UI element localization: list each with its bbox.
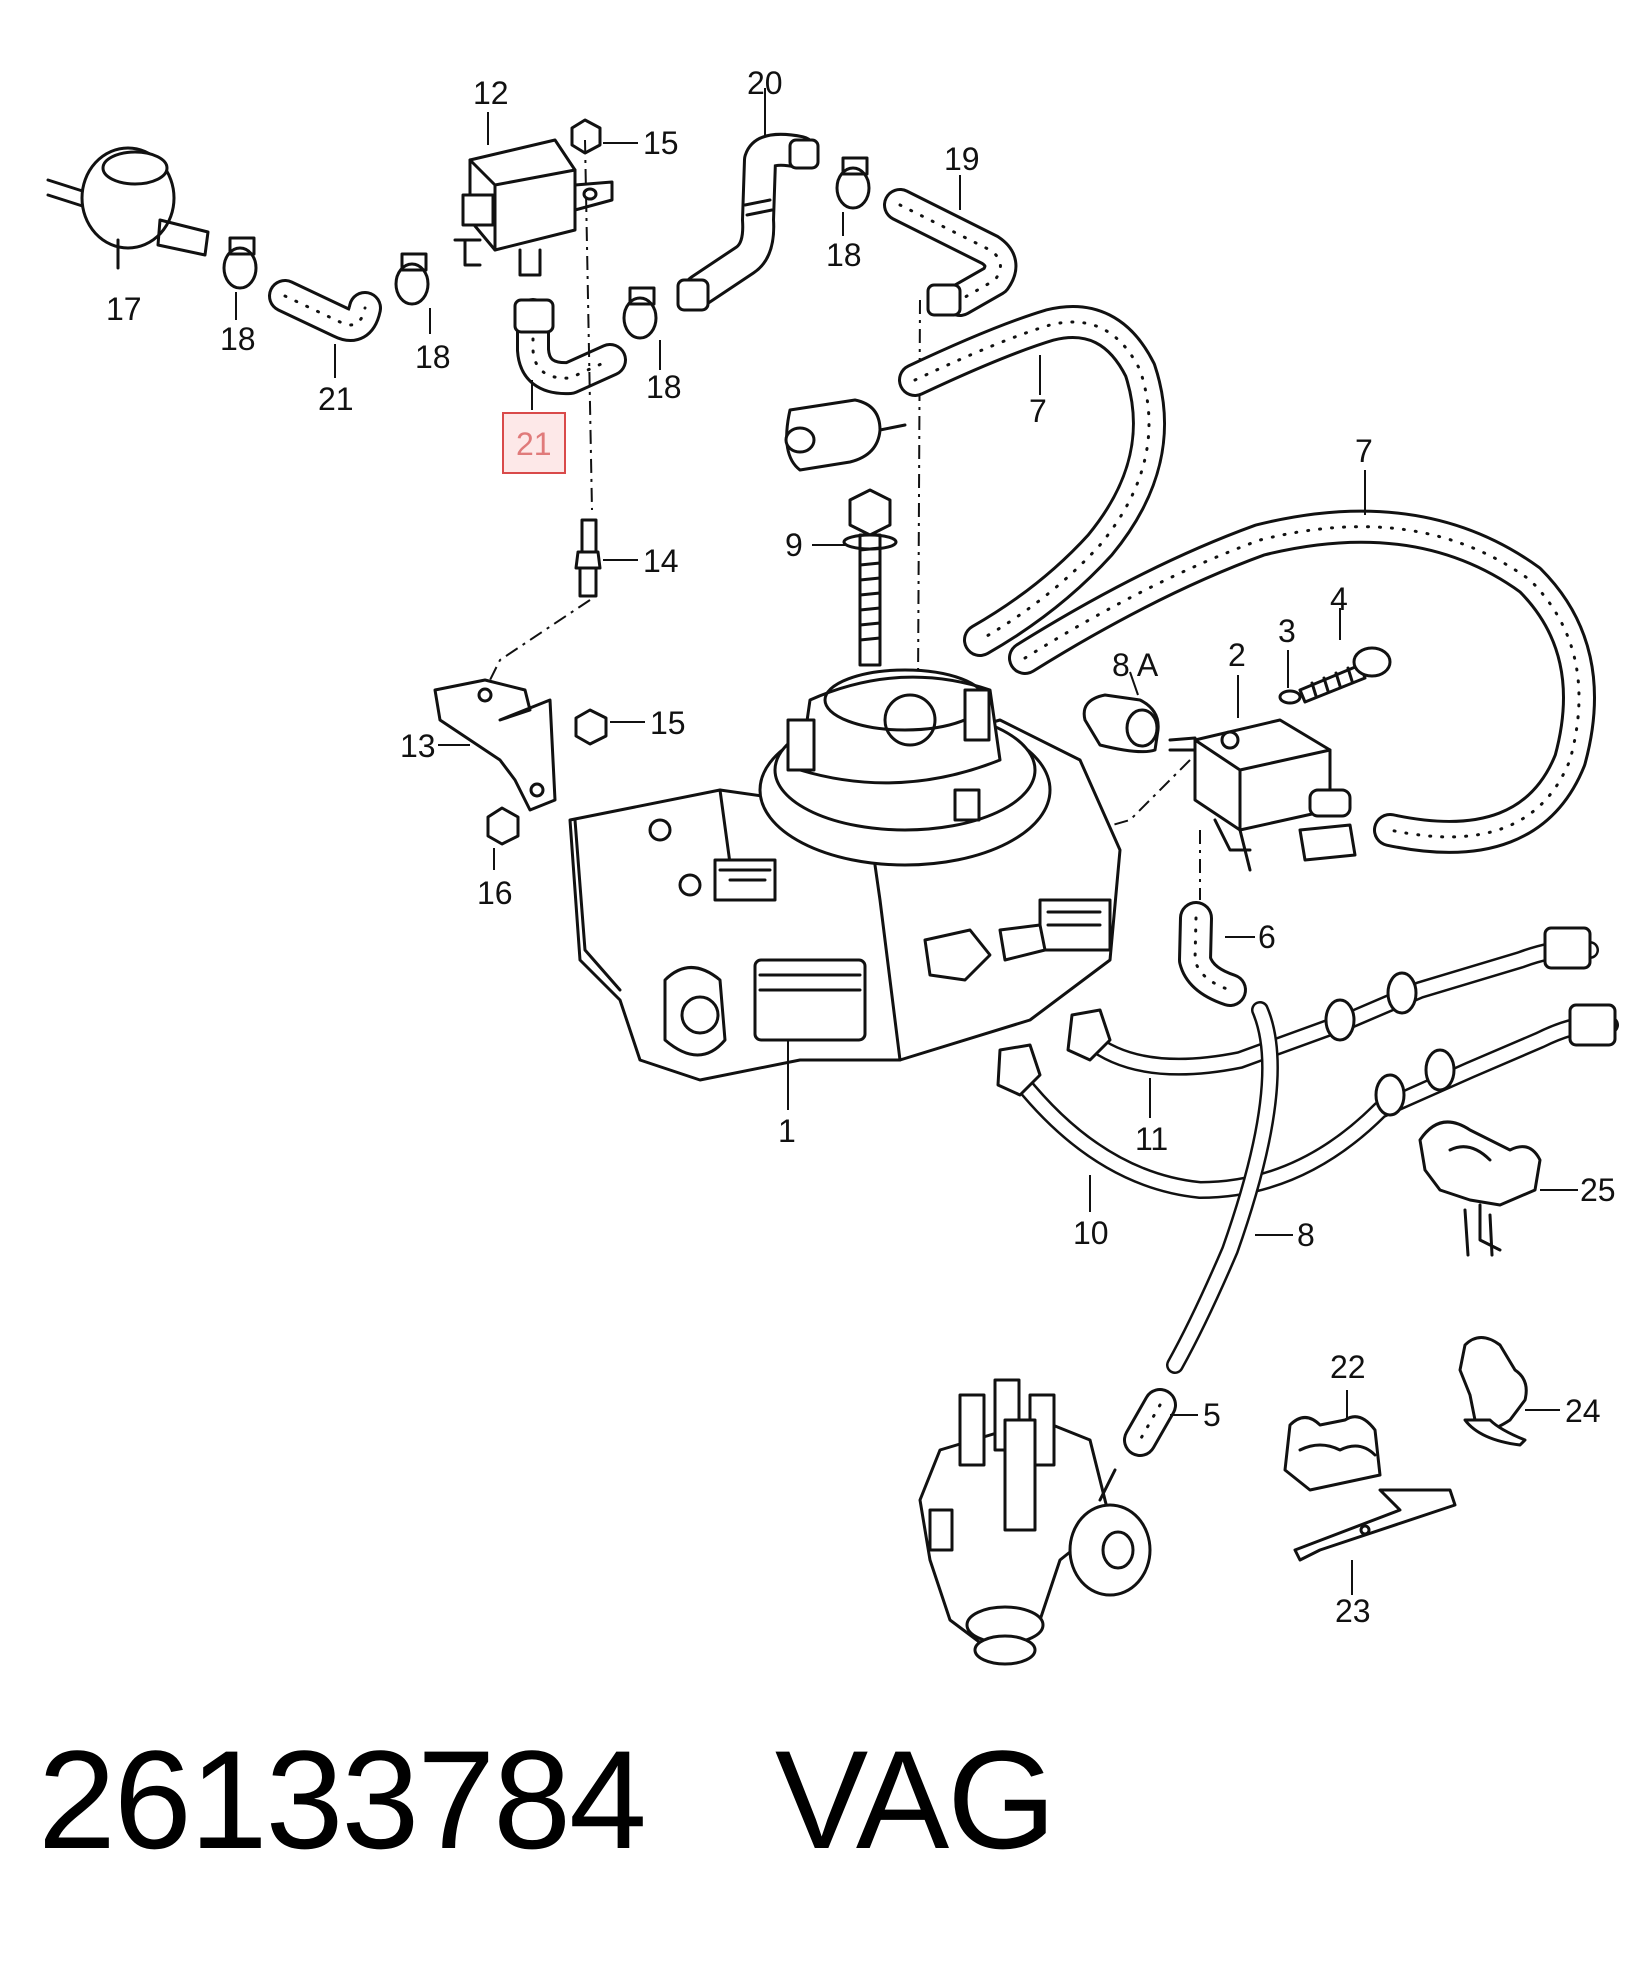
part-10-line <box>996 1003 1619 1212</box>
callout-24: 24 <box>1565 1393 1601 1429</box>
part-25-clip <box>1418 1120 1578 1257</box>
callout-19: 19 <box>944 141 980 177</box>
callout-17: 17 <box>106 291 142 327</box>
part-23-plate <box>1293 1488 1457 1595</box>
callout-20: 20 <box>747 65 783 101</box>
assembly-line-c <box>917 299 921 691</box>
callout-23: 23 <box>1335 1593 1371 1629</box>
callout-16: 16 <box>477 875 513 911</box>
callout-8: 8 <box>1297 1217 1315 1253</box>
callout-9: 9 <box>785 527 803 563</box>
part-number: 26133784 <box>38 1721 647 1878</box>
highlight-box-21 <box>502 412 566 474</box>
callout-15a: 15 <box>643 125 679 161</box>
part-18-clamp-d <box>835 156 871 236</box>
callout-15b: 15 <box>650 705 686 741</box>
callout-18c: 18 <box>415 339 451 375</box>
part-2-valve <box>1168 675 1357 872</box>
callout-3: 3 <box>1278 613 1296 649</box>
assembly-line-a <box>584 139 593 511</box>
callout-18d: 18 <box>646 369 682 405</box>
callout-18a: 18 <box>826 237 862 273</box>
part-14-fitting <box>574 518 638 598</box>
part-7-hose-upper <box>898 305 1166 657</box>
callout-6: 6 <box>1258 919 1276 955</box>
callout-21-highlighted: 21 <box>516 426 552 462</box>
part-5-hose-piece <box>1123 1388 1198 1457</box>
callout-5: 5 <box>1203 1397 1221 1433</box>
callout-4: 4 <box>1330 581 1348 617</box>
part-21-hose-highlighted <box>513 298 627 410</box>
callout-25: 25 <box>1580 1172 1616 1208</box>
footer-caption: 26133784 VAG <box>38 1720 1598 1880</box>
part-1-throttle-body <box>568 668 1122 1110</box>
fitting-connector <box>784 398 907 472</box>
distributor <box>918 1378 1152 1666</box>
part-15-nut-mid <box>574 708 645 746</box>
callout-12: 12 <box>473 75 509 111</box>
part-18-clamp-a <box>222 236 258 320</box>
part-8-hose <box>1166 1001 1293 1374</box>
callout-18b: 18 <box>220 321 256 357</box>
part-15-nut-top <box>570 118 638 155</box>
part-3-washer <box>1278 650 1302 705</box>
part-7-hose-long <box>1008 470 1596 854</box>
part-12-solenoid <box>453 112 614 277</box>
exploded-parts-diagram: 12 15 20 19 18 17 18 18 18 21 21 7 7 9 1… <box>46 65 1619 1666</box>
part-18-clamp-c <box>622 286 661 370</box>
part-22-clip <box>1283 1390 1382 1492</box>
part-13-bracket <box>433 678 557 812</box>
brand-name: VAG <box>774 1721 1056 1878</box>
callout-11: 11 <box>1135 1121 1168 1157</box>
part-24-clip <box>1458 1336 1560 1447</box>
part-9-bolt <box>812 488 898 667</box>
callout-22: 22 <box>1330 1349 1366 1385</box>
part-18-clamp-b <box>394 252 431 334</box>
callout-7b: 7 <box>1355 433 1373 469</box>
part-20-pipe <box>676 88 820 312</box>
part-17-valve <box>46 146 210 270</box>
callout-10: 10 <box>1073 1215 1109 1251</box>
part-16-nut <box>486 806 520 870</box>
callout-13: 13 <box>400 728 436 764</box>
part-19-hose <box>883 175 1018 317</box>
callout-7a: 7 <box>1029 393 1047 429</box>
part-4-screw <box>1298 608 1392 704</box>
part-11-line <box>1066 926 1599 1118</box>
callout-1: 1 <box>778 1113 796 1149</box>
part-6-hose <box>1178 901 1255 1007</box>
part-8a-fitting <box>1082 671 1160 754</box>
callout-8a: 8 A <box>1112 647 1159 683</box>
callout-14: 14 <box>643 543 679 579</box>
callout-21a: 21 <box>318 381 354 417</box>
part-21-hose-left <box>268 279 382 378</box>
callout-2: 2 <box>1228 637 1246 673</box>
